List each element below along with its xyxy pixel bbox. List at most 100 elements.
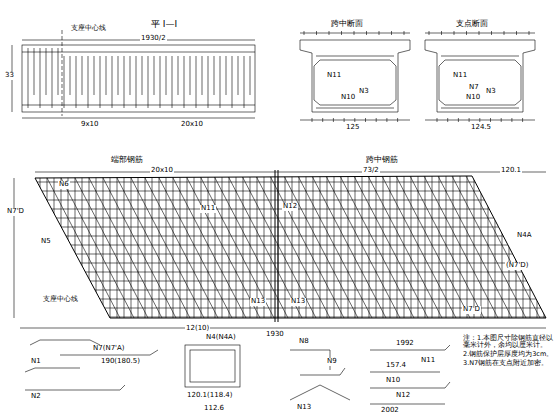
rebar-line (201, 170, 202, 320)
dimension-label: 2002 (380, 407, 400, 415)
rebar-line (160, 56, 161, 108)
dimension-label: 1930/2 (140, 35, 167, 43)
dimension-label: 20x10 (150, 167, 174, 175)
dimension-label: N13 (296, 404, 312, 412)
rebar-line (88, 56, 89, 108)
rebar-line (243, 170, 244, 320)
rebar-line (124, 56, 125, 108)
dimension-label: N1 (30, 358, 42, 366)
rebar-line (453, 170, 454, 320)
dimension-label: 157.4 (385, 362, 407, 370)
rebar-line (312, 118, 313, 122)
rebar-line (58, 48, 59, 95)
dimension-label: N6 (58, 181, 70, 189)
dimension-label: N7(N7'A) (92, 345, 126, 353)
rebar-line (214, 56, 215, 95)
dimension-label: 120.1 (500, 167, 522, 175)
rebar-line (410, 176, 484, 318)
rebar-line (0, 281, 560, 282)
rebar-line (238, 56, 239, 95)
dimension-label: 190(180.5) (100, 358, 141, 366)
rebar-line (154, 56, 155, 95)
rebar-line (429, 31, 430, 35)
rebar-line (284, 176, 358, 318)
rebar-line (316, 31, 317, 35)
rebar-line (508, 176, 560, 318)
rebar-line (232, 56, 233, 108)
dimension-label: N7'D (6, 208, 25, 216)
rebar-line (173, 170, 174, 320)
rebar-line (397, 170, 398, 320)
dimension-label: N5 (40, 238, 52, 246)
dimension-label: N9 (326, 358, 338, 366)
dimension-label: N4A (516, 232, 532, 240)
rebar-line (341, 31, 342, 35)
note-text: 3.N7钢筋在支点附近加密。 (462, 360, 556, 367)
dimension-label: 1930 (265, 331, 285, 339)
dimension-label: 支座中心线 (42, 296, 79, 304)
dimension-label: 跨中断面 (330, 20, 364, 29)
rebar-line (117, 170, 118, 320)
rebar-line (196, 56, 197, 108)
rebar-line (344, 118, 345, 122)
rebar-line (376, 118, 377, 122)
rebar-line (0, 272, 560, 273)
rebar-line (424, 176, 498, 318)
rebar-line (439, 170, 440, 320)
dimension-label: N10 (385, 377, 401, 385)
rebar-line (386, 118, 387, 122)
rebar-line (285, 170, 286, 320)
rebar-line (76, 56, 77, 108)
dimension-label: 73/2 (362, 167, 380, 175)
rebar-line (479, 118, 480, 122)
dimension-label: 9x10 (80, 121, 100, 129)
rebar-line (495, 170, 496, 320)
dimension-label: 12(10) (185, 325, 210, 333)
rebar-line (144, 176, 218, 318)
dimension-label: N4(N4A) (205, 334, 237, 342)
rebar-line (365, 118, 366, 122)
dimension-label: 端部钢筋 (110, 156, 144, 165)
rebar-line (0, 191, 560, 192)
dimension-label: 124.5 (470, 124, 492, 132)
rebar-line (226, 56, 227, 95)
dimension-label: N3 (358, 88, 370, 96)
rebar-line (172, 176, 246, 318)
dimension-label: N8 (298, 338, 310, 346)
rebar-line (0, 317, 560, 318)
rebar-line (52, 48, 53, 108)
dimension-label: N12 (395, 392, 411, 400)
rebar-line (298, 176, 372, 318)
rebar-line (4, 176, 78, 318)
rebar-line (322, 118, 323, 122)
rebar-line (136, 56, 137, 108)
rebar-line (130, 56, 131, 95)
rebar-line (70, 56, 71, 95)
rebar-line (355, 170, 356, 320)
rebar-line (454, 31, 455, 35)
rebar-line (46, 48, 47, 95)
rebar-line (242, 176, 316, 318)
rebar-line (0, 200, 560, 201)
rebar-line (40, 48, 41, 108)
rebar-line (94, 56, 95, 95)
rebar-line (208, 56, 209, 108)
rebar-line (89, 170, 90, 320)
rebar-line (469, 118, 470, 122)
rebar-line (522, 118, 523, 122)
rebar-line (118, 56, 119, 95)
dimension-label: N13 (290, 298, 306, 306)
dimension-label: 112.6 (203, 405, 225, 413)
rebar-line (501, 118, 502, 122)
rebar-line (544, 170, 545, 320)
rebar-line (504, 31, 505, 35)
rebar-line (103, 170, 104, 320)
rebar-line (511, 118, 512, 122)
rebar-line (102, 176, 176, 318)
rebar-line (458, 118, 459, 122)
rebar-line (441, 56, 519, 57)
rebar-line (452, 176, 526, 318)
rebar-line (28, 48, 29, 108)
rebar-line (397, 118, 398, 122)
rebar-line (202, 56, 203, 95)
